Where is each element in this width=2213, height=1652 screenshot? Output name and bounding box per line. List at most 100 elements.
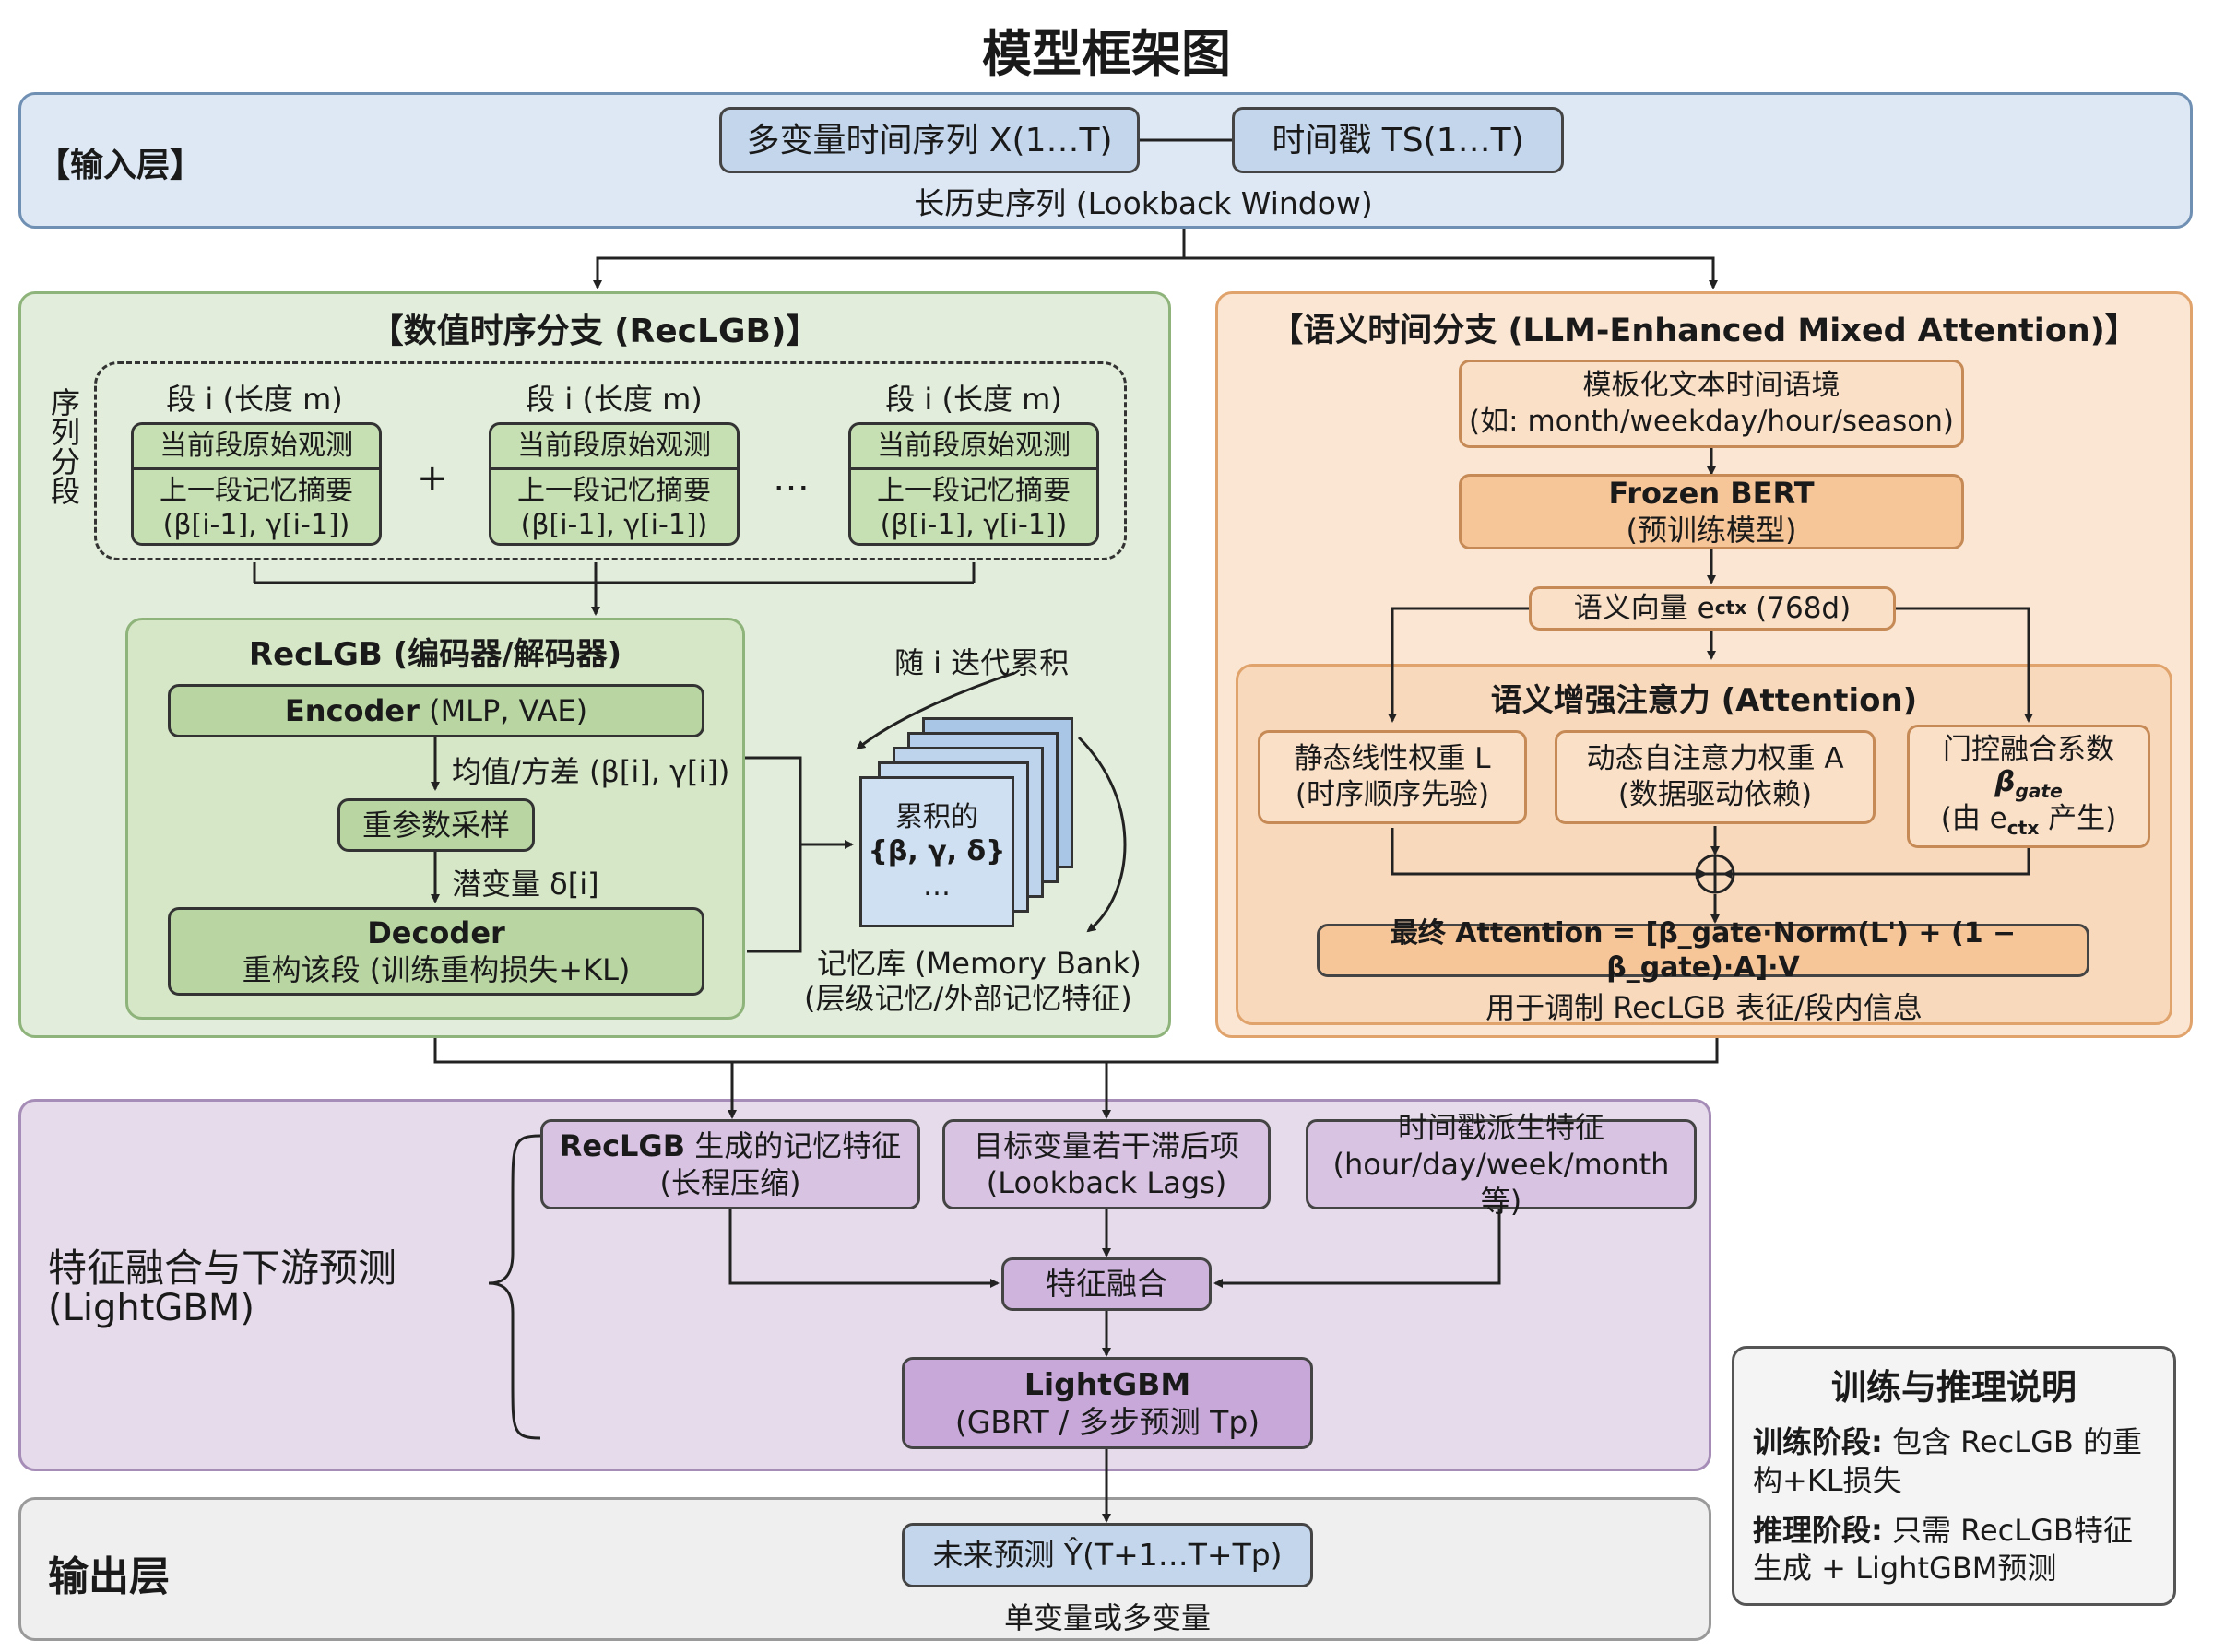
segment-3-box: 当前段原始观测 上一段记忆摘要 (β[i-1], γ[i-1]) (848, 422, 1099, 546)
semantic-caption: 用于调制 RecLGB 表征/段内信息 (1485, 990, 1923, 1025)
notes-panel: 训练与推理说明 训练阶段: 包含 RecLGB 的重构+KL损失 推理阶段: 只… (1732, 1346, 2176, 1606)
decoder-box: Decoder 重构该段 (训练重构损失+KL) (168, 907, 704, 996)
notes-infer-label: 推理阶段: (1753, 1512, 1883, 1548)
memory-bank-label: 记忆库 (Memory Bank) (817, 946, 1142, 981)
formula-box: 最终 Attention = [β_gate·Norm(L') + (1 − β… (1317, 917, 2089, 984)
memory-feature-bold: RecLGB (559, 1128, 686, 1163)
timestamp-box-label: 时间戳 TS(1…T) (1272, 121, 1524, 159)
reparam-box: 重参数采样 (337, 798, 535, 852)
decoder-title: Decoder (367, 915, 505, 950)
bert-subtitle: (预训练模型) (1626, 513, 1797, 548)
semantic-vector-prefix: 语义向量 e (1573, 591, 1715, 625)
timestamp-box: 时间戳 TS(1…T) (1232, 107, 1564, 173)
memory-stack-front: 累积的 {β, γ, δ} … (859, 776, 1014, 927)
memory-feature-line1: RecLGB 生成的记忆特征 (560, 1127, 902, 1164)
template-line2: (如: month/weekday/hour/season) (1469, 405, 1954, 438)
template-box: 模板化文本时间语境 (如: month/weekday/hour/season) (1459, 360, 1964, 448)
gate-line1: 门控融合系数 (1943, 732, 2114, 766)
segment-2-header: 段 i (长度 m) (526, 382, 703, 417)
lightgbm-title: LightGBM (1024, 1365, 1191, 1402)
input-caption: 长历史序列 (Lookback Window) (914, 185, 1373, 221)
prediction-box: 未来预测 Ŷ(T+1…T+Tp) (902, 1523, 1313, 1587)
feature-fusion-box: 特征融合 (1001, 1257, 1212, 1311)
segment-2-params: (β[i-1], γ[i-1]) (520, 509, 708, 541)
notes-infer: 推理阶段: 只需 RecLGB特征生成 + LightGBM预测 (1753, 1512, 2155, 1588)
plus-sign: + (417, 457, 448, 500)
gate-symbol: β (1994, 765, 2016, 799)
lightgbm-subtitle: (GBRT / 多步预测 Tp) (954, 1404, 1260, 1440)
segment-1-box: 当前段原始观测 上一段记忆摘要 (β[i-1], γ[i-1]) (131, 422, 382, 546)
memory-stack-line3: … (923, 869, 951, 903)
encoder-box: Encoder (MLP, VAE) (168, 684, 704, 738)
segment-side-label: 序列分段 (46, 387, 81, 505)
segment-3-params: (β[i-1], γ[i-1]) (880, 509, 1068, 541)
gate-line3-sub: ctx (2006, 817, 2040, 839)
series-box: 多变量时间序列 X(1…T) (719, 107, 1140, 173)
static-weight-box: 静态线性权重 L (时序顺序先验) (1258, 730, 1527, 824)
formula-text: 最终 Attention = [β_gate·Norm(L') + (1 − β… (1390, 916, 2017, 985)
static-weight-line2: (时序顺序先验) (1295, 778, 1490, 811)
lags-box: 目标变量若干滞后项 (Lookback Lags) (942, 1119, 1271, 1210)
output-layer-label: 输出层 (48, 1553, 170, 1600)
prediction-label: 未来预测 Ŷ(T+1…T+Tp) (932, 1537, 1283, 1574)
segment-2-memory: 上一段记忆摘要 (517, 474, 711, 507)
iterate-label: 随 i 迭代累积 (894, 645, 1070, 680)
memory-feature-rest: 生成的记忆特征 (685, 1128, 902, 1163)
segment-2-box: 当前段原始观测 上一段记忆摘要 (β[i-1], γ[i-1]) (489, 422, 740, 546)
semantic-vector-sub: ctx (1714, 596, 1747, 620)
segment-1-params: (β[i-1], γ[i-1]) (162, 509, 350, 541)
segment-2-raw: 当前段原始观测 (491, 425, 737, 470)
memory-feature-box: RecLGB 生成的记忆特征 (长程压缩) (540, 1119, 920, 1210)
numeric-branch-title: 【数值时序分支 (RecLGB)】 (370, 313, 820, 350)
memory-stack-line1: 累积的 (895, 800, 978, 833)
lags-line1: 目标变量若干滞后项 (973, 1128, 1239, 1163)
output-layer-panel (18, 1497, 1711, 1641)
gate-line3-prefix: (由 e (1940, 801, 2007, 835)
segment-1-raw: 当前段原始观测 (134, 425, 379, 470)
gate-line3: (由 ectx 产生) (1940, 801, 2117, 839)
memory-stack-line2: {β, γ, δ} (868, 835, 1006, 868)
decoder-detail: 重构该段 (训练重构损失+KL) (242, 952, 631, 987)
reclgb-title: RecLGB (编码器/解码器) (248, 636, 622, 673)
gate-symbol-sub: gate (2015, 780, 2063, 803)
notes-train: 训练阶段: 包含 RecLGB 的重构+KL损失 (1753, 1423, 2155, 1500)
lags-line2: (Lookback Lags) (986, 1165, 1227, 1200)
segment-3-memory: 上一段记忆摘要 (877, 474, 1071, 507)
fusion-label-line1: 特征融合与下游预测 (48, 1245, 397, 1291)
static-weight-line1: 静态线性权重 L (1294, 742, 1491, 776)
page-title: 模型框架图 (982, 25, 1231, 83)
segments-ellipsis: … (773, 457, 810, 500)
template-line1: 模板化文本时间语境 (1582, 369, 1840, 403)
memory-bank-sublabel: (层级记忆/外部记忆特征) (804, 981, 1132, 1016)
series-box-label: 多变量时间序列 X(1…T) (746, 121, 1113, 159)
timestamp-feature-box: 时间戳派生特征 (hour/day/week/month 等) (1306, 1110, 1697, 1219)
output-caption: 单变量或多变量 (1003, 1600, 1211, 1635)
attention-title: 语义增强注意力 (Attention) (1490, 682, 1918, 719)
notes-train-text: 包含 RecLGB 的重构+KL损失 (1753, 1424, 2142, 1498)
notes-infer-text: 只需 RecLGB特征生成 + LightGBM预测 (1753, 1512, 2133, 1587)
encoder-detail: (MLP, VAE) (419, 693, 588, 728)
segment-1-memory: 上一段记忆摘要 (160, 474, 353, 507)
segment-3-header: 段 i (长度 m) (885, 382, 1062, 417)
dynamic-weight-line2: (数据驱动依赖) (1617, 778, 1813, 811)
gate-symbol-line: βgate (1994, 765, 2063, 803)
encoder-title: Encoder (284, 693, 420, 728)
semantic-vector-suffix: (768d) (1746, 591, 1852, 625)
lightgbm-box: LightGBM (GBRT / 多步预测 Tp) (902, 1357, 1313, 1449)
notes-train-label: 训练阶段: (1753, 1424, 1883, 1460)
dynamic-weight-box: 动态自注意力权重 A (数据驱动依赖) (1555, 730, 1876, 824)
fusion-label-line2: (LightGBM) (48, 1287, 254, 1329)
timestamp-feature-line1: 时间戳派生特征 (1397, 1110, 1604, 1145)
dynamic-weight-line1: 动态自注意力权重 A (1586, 742, 1844, 776)
bert-title: Frozen BERT (1608, 476, 1815, 511)
segments-container (94, 361, 1127, 560)
gate-line3-suffix: 产生) (2039, 801, 2117, 835)
feature-fusion-label: 特征融合 (1046, 1266, 1167, 1303)
reparam-label: 重参数采样 (361, 808, 510, 843)
segment-1-header: 段 i (长度 m) (166, 382, 343, 417)
bert-box: Frozen BERT (预训练模型) (1459, 474, 1964, 549)
notes-title: 训练与推理说明 (1830, 1367, 2077, 1408)
semantic-branch-title: 【语义时间分支 (LLM-Enhanced Mixed Attention)】 (1271, 313, 2137, 349)
segment-3-raw: 当前段原始观测 (851, 425, 1096, 470)
